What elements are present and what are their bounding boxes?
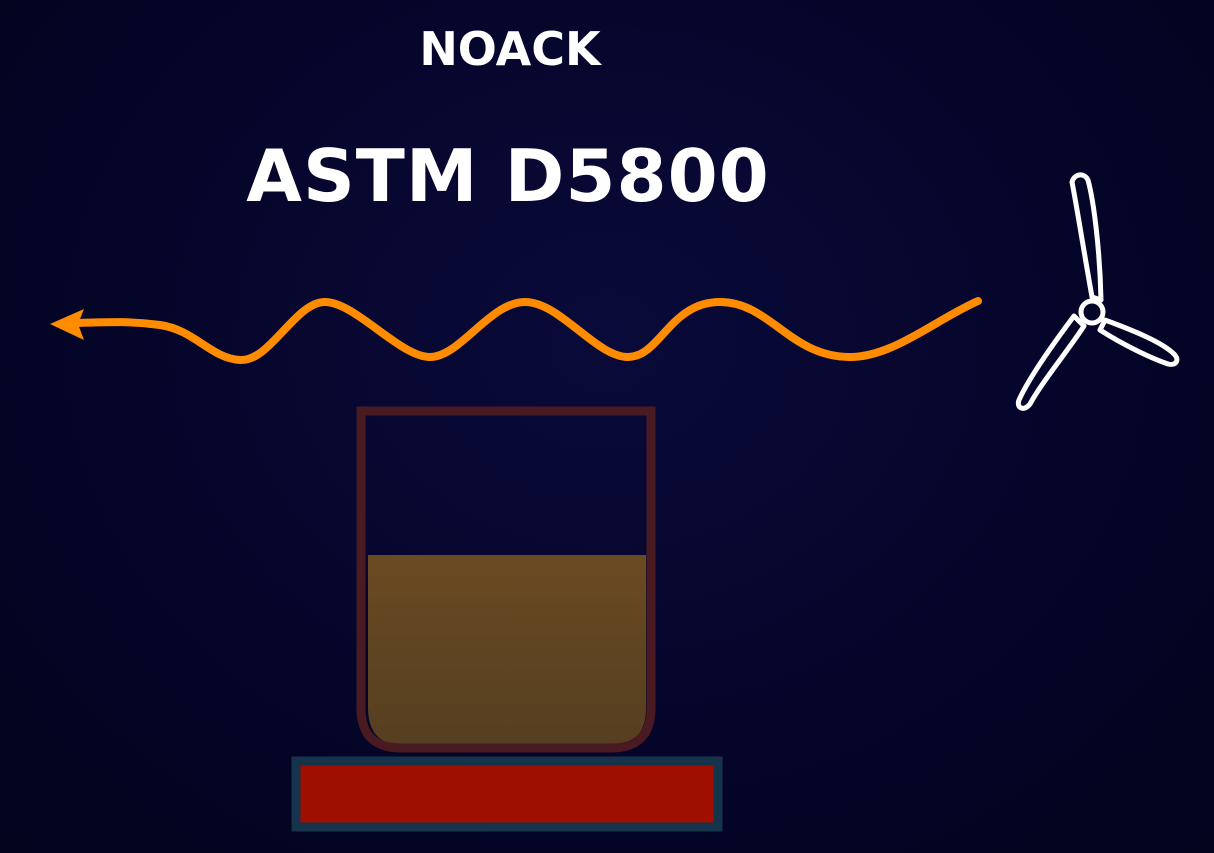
method-title: NOACK	[419, 22, 601, 76]
vapor-flow-wave	[71, 297, 982, 364]
heater-plate	[291, 756, 723, 832]
arrow-left-icon	[50, 309, 84, 340]
standard-title: ASTM D5800	[246, 134, 770, 218]
crucible	[356, 406, 656, 753]
oil-sample	[368, 555, 646, 746]
fan-icon	[1015, 172, 1180, 411]
